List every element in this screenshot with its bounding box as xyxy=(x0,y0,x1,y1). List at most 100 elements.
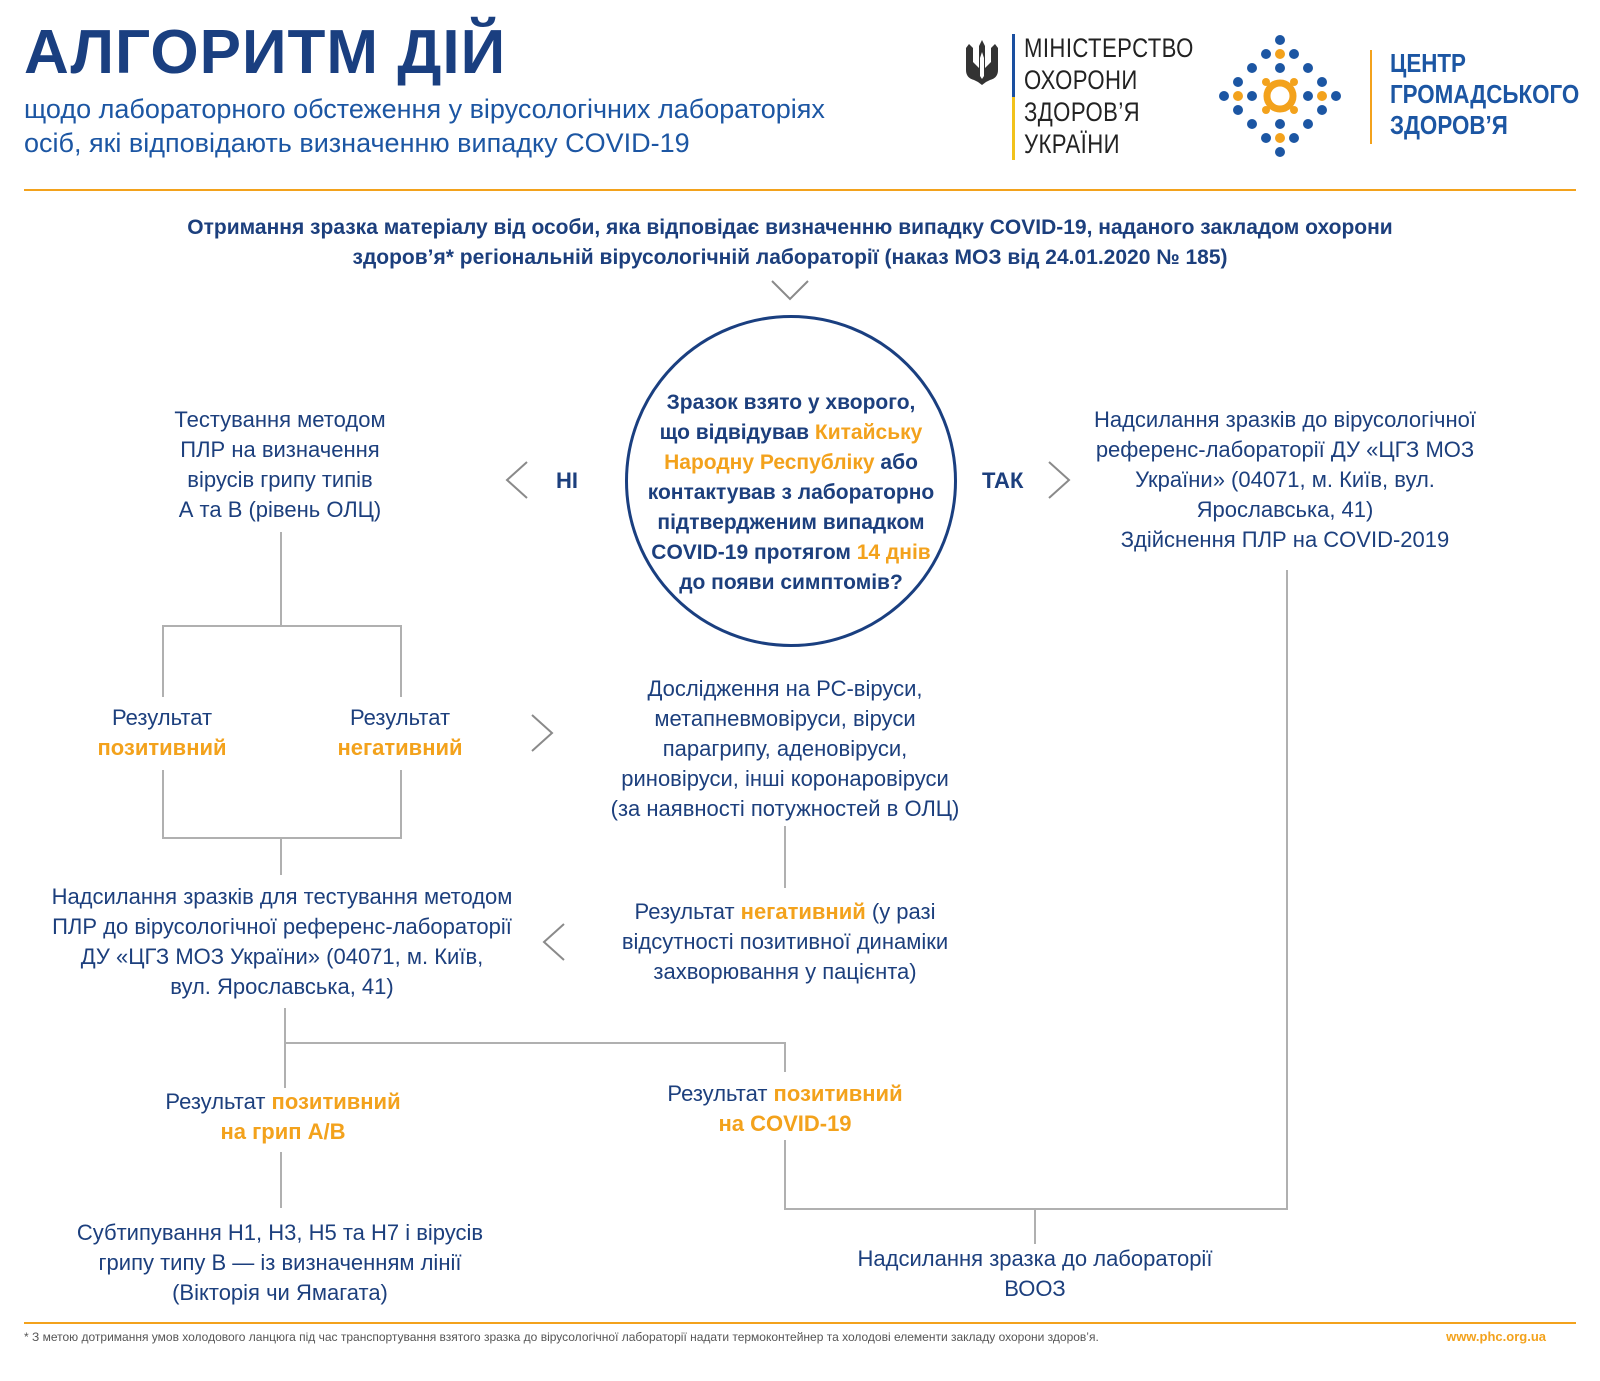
research-line-4: риновіруси, інші коронаровіруси xyxy=(621,766,949,791)
connector xyxy=(784,1208,1288,1210)
q-text: або xyxy=(874,451,918,474)
question-line-7: до появи симптомів? xyxy=(679,571,903,594)
result-positive: Результат позитивний xyxy=(82,703,242,763)
who-lab-box: Надсилання зразка до лабораторії ВООЗ xyxy=(820,1244,1250,1304)
flu-pos-line-1: Результат позитивний xyxy=(120,1087,446,1117)
connector xyxy=(162,770,164,838)
q-highlight: Народну Республіку xyxy=(664,451,875,474)
neg2-text: (у разі xyxy=(865,899,936,924)
covid-pos-line-1: Результат позитивний xyxy=(620,1079,950,1109)
phc-line-2: ГРОМАДСЬКОГО xyxy=(1390,79,1580,109)
question-line-2: що відвідував Китайську xyxy=(633,418,949,448)
ref-lab-line-4: Ярославська, 41) xyxy=(1196,497,1374,522)
question-text: Зразок взято у хворого, що відвідував Ки… xyxy=(633,388,949,598)
flu-test-line-3: вірусів грипу типів xyxy=(187,467,373,492)
question-line-3: Народну Республіку або xyxy=(633,448,949,478)
other-viruses-research-box: Дослідження на РС-віруси, метапневмовіру… xyxy=(585,674,985,824)
connector xyxy=(400,625,402,697)
connector xyxy=(1286,570,1288,1210)
moz-line-4: УКРАЇНИ xyxy=(1024,129,1120,159)
q-highlight: 14 днів xyxy=(856,541,931,564)
connector xyxy=(784,1042,786,1072)
covid-pos-text: Результат xyxy=(667,1081,774,1106)
result-positive-label: Результат xyxy=(111,705,213,730)
connector xyxy=(162,837,402,839)
ref-lab-line-1: Надсилання зразків до вірусологічної xyxy=(1093,407,1477,432)
chevron-right-icon xyxy=(531,714,554,752)
neg2-line-1: Результат негативний (у разі xyxy=(590,897,980,927)
connector xyxy=(1034,1208,1036,1244)
intro-line-2: здоров’я* регіональній вірусологічній ла… xyxy=(352,246,1228,269)
result-negative-label: Результат xyxy=(349,705,451,730)
phc-line-1: ЦЕНТР xyxy=(1390,48,1466,78)
neg2-highlight: негативний xyxy=(740,899,866,924)
result-negative-value: негативний xyxy=(337,735,463,760)
chevron-left-icon xyxy=(542,923,565,961)
chevron-left-icon xyxy=(505,461,528,499)
phc-logo-text: ЦЕНТР ГРОМАДСЬКОГО ЗДОРОВ’Я xyxy=(1390,48,1600,141)
ref-lab-line-5: Здійснення ПЛР на COVID-2019 xyxy=(1120,527,1450,552)
subtyping-line-2: грипу типу В — із визначенням лінії xyxy=(98,1250,462,1275)
connector xyxy=(162,625,164,697)
website-link[interactable]: www.phc.org.ua xyxy=(1446,1329,1546,1344)
flu-test-line-4: А та В (рівень ОЛЦ) xyxy=(178,497,382,522)
research-line-1: Дослідження на РС-віруси, xyxy=(647,676,923,701)
trident-emblem-icon xyxy=(966,40,998,85)
q-highlight: Китайську xyxy=(814,421,923,444)
header-divider xyxy=(24,189,1576,191)
footer-divider xyxy=(24,1322,1576,1324)
subtyping-box: Субтипування H1, H3, H5 та H7 і вірусів … xyxy=(40,1218,520,1308)
intro-line-1: Отримання зразка матеріалу від особи, як… xyxy=(187,216,1393,239)
subtyping-line-1: Субтипування H1, H3, H5 та H7 і вірусів xyxy=(76,1220,484,1245)
ref-lab-line-2: референс-лабораторії ДУ «ЦГЗ МОЗ xyxy=(1095,437,1475,462)
chevron-right-icon xyxy=(1048,461,1071,499)
question-line-6: COVID-19 протягом 14 днів xyxy=(633,538,949,568)
moz-line-1: МІНІСТЕРСТВО xyxy=(1024,33,1194,63)
subtitle-line-1: щодо лабораторного обстеження у вірусоло… xyxy=(24,94,825,124)
connector xyxy=(280,837,282,875)
covid-reference-lab-box: Надсилання зразків до вірусологічної реф… xyxy=(1065,405,1505,555)
subtitle-line-2: осіб, які відповідають визначенню випадк… xyxy=(24,128,690,158)
question-line-1: Зразок взято у хворого, xyxy=(666,391,916,414)
flu-pcr-test-box: Тестування методом ПЛР на визначення вір… xyxy=(110,405,450,525)
moz-line-2: ОХОРОНИ xyxy=(1024,65,1138,95)
flu-pos-text: Результат xyxy=(165,1089,272,1114)
phc-line-3: ЗДОРОВ’Я xyxy=(1390,110,1508,140)
branch-yes-label: ТАК xyxy=(982,468,1024,493)
result-positive-covid: Результат позитивний на COVID-19 xyxy=(620,1079,950,1139)
question-line-5: підтвердженим випадком xyxy=(657,511,925,534)
question-line-4: контактував з лабораторно xyxy=(647,481,935,504)
chevron-down-icon xyxy=(771,280,809,301)
who-line-1: Надсилання зразка до лабораторії xyxy=(857,1246,1213,1271)
moz-line-3: ЗДОРОВ’Я xyxy=(1024,97,1141,127)
connector xyxy=(400,770,402,838)
flu-test-line-2: ПЛР на визначення xyxy=(180,437,380,462)
q-text: COVID-19 протягом xyxy=(651,541,857,564)
q-text: що відвідував xyxy=(659,421,815,444)
connector xyxy=(284,1008,286,1088)
phc-dots-logo-icon xyxy=(1219,35,1341,157)
connector xyxy=(162,625,402,627)
who-line-2: ВООЗ xyxy=(1004,1276,1066,1301)
connector xyxy=(284,1042,786,1044)
send-ref-line-4: вул. Ярославська, 41) xyxy=(170,974,394,999)
neg2-text: Результат xyxy=(634,899,741,924)
result-negative: Результат негативний xyxy=(320,703,480,763)
result-positive-flu: Результат позитивний на грип А/В xyxy=(120,1087,446,1147)
covid-pos-line-2: на COVID-19 xyxy=(718,1111,852,1136)
send-ref-line-2: ПЛР до вірусологічної референс-лаборатор… xyxy=(52,914,512,939)
flu-test-line-1: Тестування методом xyxy=(174,407,386,432)
connector xyxy=(784,826,786,888)
ref-lab-line-3: України» (04071, м. Київ, вул. xyxy=(1135,467,1435,492)
neg2-line-3: захворювання у пацієнта) xyxy=(653,959,917,984)
subtyping-line-3: (Вікторія чи Ямагата) xyxy=(172,1280,388,1305)
connector xyxy=(784,1140,786,1210)
moz-color-bar xyxy=(1012,34,1015,160)
neg2-line-2: відсутності позитивної динаміки xyxy=(621,929,949,954)
intro-text: Отримання зразка матеріалу від особи, як… xyxy=(60,213,1520,273)
result-positive-value: позитивний xyxy=(97,735,227,760)
flu-pos-line-2: на грип А/В xyxy=(220,1119,346,1144)
phc-divider xyxy=(1370,50,1372,144)
send-ref-line-3: ДУ «ЦГЗ МОЗ України» (04071, м. Київ, xyxy=(80,944,484,969)
connector xyxy=(280,1152,282,1208)
